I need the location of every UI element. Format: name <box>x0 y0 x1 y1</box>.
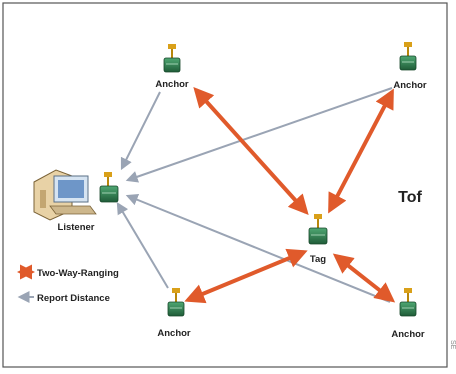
anchor-top-right: Anchor <box>393 42 427 91</box>
tag-label: Tag <box>310 254 326 265</box>
anchor-device-icon <box>399 42 417 71</box>
anchor-label: Anchor <box>157 328 191 339</box>
anchor-bottom-left: Anchor <box>157 288 191 339</box>
legend-two-way-ranging-label: Two-Way-Ranging <box>37 268 119 279</box>
listener-device-icon <box>99 172 119 203</box>
ranging-link-anchor-top-left <box>193 87 309 215</box>
anchor-bottom-right: Anchor <box>391 288 425 340</box>
computer-icon <box>33 169 97 221</box>
listener-label: Listener <box>58 222 95 233</box>
legend-report-distance: Report Distance <box>17 291 110 304</box>
tag-device-icon <box>308 214 328 245</box>
report-link-anchor-bottom-left <box>116 201 169 289</box>
report-link-anchor-top-left <box>120 91 161 171</box>
ranging-link-anchor-bottom-left <box>184 248 308 304</box>
legend-two-way-ranging: Two-Way-Ranging <box>17 264 119 280</box>
anchor-label: Anchor <box>393 80 427 91</box>
anchor-device-icon <box>167 288 185 317</box>
legend-report-distance-label: Report Distance <box>37 293 110 304</box>
ranging-link-anchor-bottom-right <box>332 253 396 303</box>
listener-node: Listener <box>33 169 119 233</box>
tag-node: Tag <box>308 214 328 265</box>
anchor-top-left: Anchor <box>155 44 189 90</box>
anchor-label: Anchor <box>391 329 425 340</box>
anchor-device-icon <box>163 44 181 73</box>
anchor-device-icon <box>399 288 417 317</box>
diagram-title: Tof <box>398 189 422 206</box>
ranging-link-anchor-top-right <box>328 88 394 214</box>
legend: Two-Way-Ranging Report Distance <box>17 264 119 304</box>
anchor-label: Anchor <box>155 79 189 90</box>
two-way-ranging-links <box>184 87 396 304</box>
side-caption: SE <box>449 340 456 350</box>
